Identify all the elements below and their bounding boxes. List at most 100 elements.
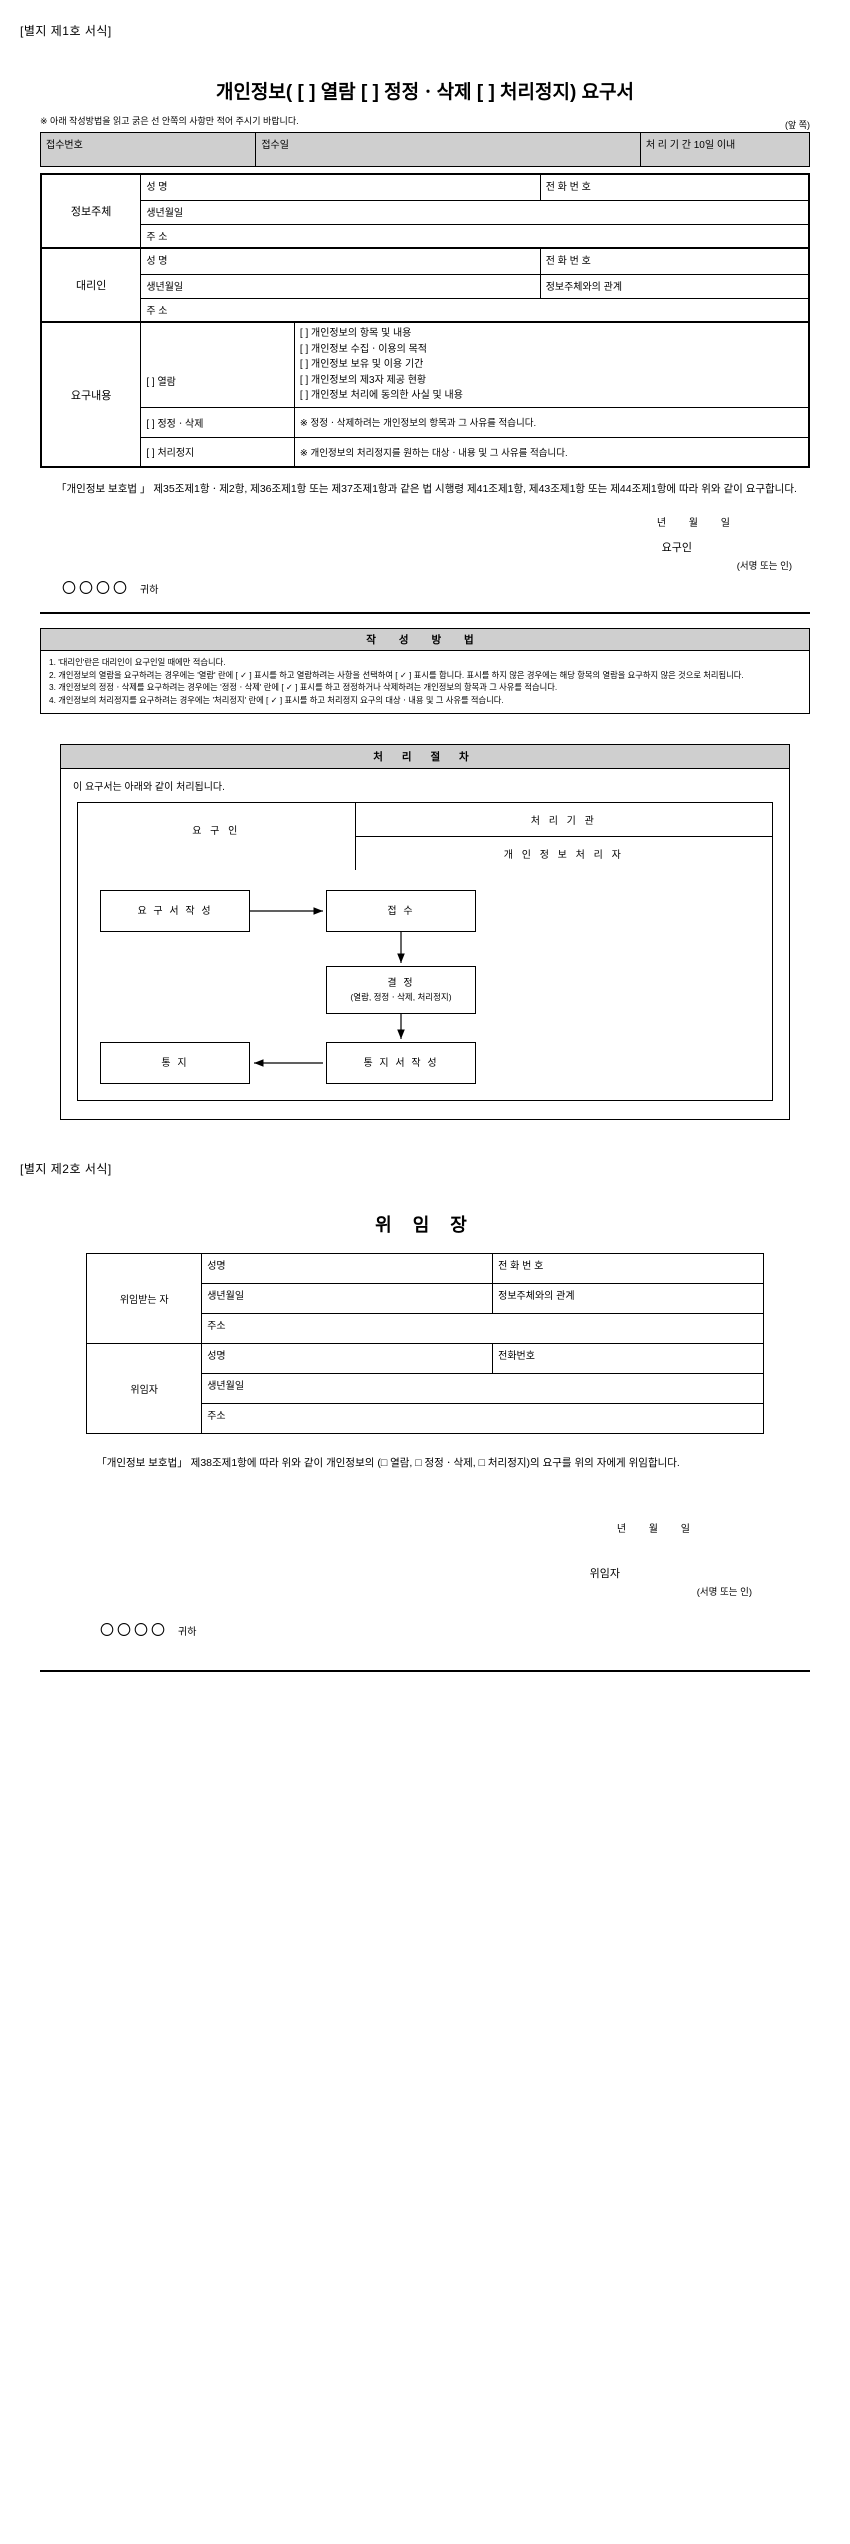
receipt-date-cell: 접수일 bbox=[255, 132, 641, 167]
flow-col-left-header: 요 구 인 bbox=[192, 826, 241, 838]
flow-col-right-header-1: 처 리 기 관 bbox=[355, 803, 772, 838]
howto-heading: 작 성 방 법 bbox=[40, 628, 810, 651]
form1-container: 개인정보( [ ] 열람 [ ] 정정ㆍ삭제 [ ] 처리정지) 요구서 ※ 아… bbox=[0, 77, 850, 715]
request-correct-note: ※ 정정ㆍ삭제하려는 개인정보의 항목과 그 사유를 적습니다. bbox=[293, 406, 810, 438]
annex-label-form2: [별지 제2호 서식] bbox=[20, 1162, 112, 1177]
table-row: 위임받는 자 성명 전 화 번 호 bbox=[86, 1253, 764, 1345]
subject-table: 정보주체 성 명 전 화 번 호 생년월일 주 소 bbox=[40, 173, 810, 249]
processing-period-cell: 처 리 기 간 10일 이내 bbox=[639, 132, 811, 167]
request-content-table: 요구내용 [ ] 열람 [ ] 개인정보의 항목 및 내용 [ ] 개인정보 수… bbox=[40, 321, 810, 468]
howto-item: 3. 개인정보의 정정ㆍ삭제를 요구하려는 경우에는 '정정ㆍ삭제' 란에 [ … bbox=[49, 682, 558, 693]
processing-period-label: 처 리 기 간 bbox=[645, 140, 691, 151]
delegatee-phone-cell: 전 화 번 호 bbox=[492, 1253, 764, 1285]
flow-box-decision-line1: 결 정 bbox=[387, 978, 415, 990]
howto-section: 작 성 방 법 1. '대리인'란은 대리인이 요구인일 때에만 적습니다. 2… bbox=[40, 628, 810, 715]
flow-column-right: 처 리 기 관 개 인 정 보 처 리 자 bbox=[355, 803, 772, 870]
bottom-divider bbox=[40, 1670, 810, 1673]
subject-group-label: 정보주체 bbox=[40, 173, 142, 249]
table-row: 접수번호 접수일 처 리 기 간 10일 이내 bbox=[39, 132, 811, 167]
delegator-address-cell: 주소 bbox=[201, 1403, 764, 1435]
form1-title: 개인정보( [ ] 열람 [ ] 정정ㆍ삭제 [ ] 처리정지) 요구서 bbox=[215, 82, 635, 103]
howto-item: 1. '대리인'란은 대리인이 요구인일 때에만 적습니다. bbox=[49, 657, 226, 668]
processing-period-value: 10일 이내 bbox=[693, 140, 736, 151]
page-side-mark: (앞 쪽) bbox=[784, 120, 810, 130]
form2-container: 위 임 장 위임받는 자 성명 전 화 번 호 생년월일 정보주체와의 관계 주… bbox=[0, 1211, 850, 1640]
table-row: 주 소 bbox=[41, 223, 810, 249]
table-row: [ ] 처리정지 ※ 개인정보의 처리정지를 원하는 대상ㆍ내용 및 그 사유를… bbox=[41, 436, 810, 468]
agent-birth-cell: 생년월일 bbox=[140, 273, 541, 299]
receipt-number-cell: 접수번호 bbox=[39, 132, 257, 167]
document-page: [별지 제1호 서식] 개인정보( [ ] 열람 [ ] 정정ㆍ삭제 [ ] 처… bbox=[0, 24, 850, 1698]
form2-addressee-mark: 〇〇〇〇 bbox=[100, 1622, 168, 1639]
request-view-items: [ ] 개인정보의 항목 및 내용 [ ] 개인정보 수집ㆍ이용의 목적 [ ]… bbox=[293, 321, 810, 408]
request-view-item[interactable]: [ ] 개인정보 처리에 동의한 사실 및 내용 bbox=[299, 390, 463, 401]
delegatee-birth-cell: 생년월일 bbox=[201, 1283, 494, 1315]
table-row: 주소 bbox=[87, 1313, 764, 1345]
process-flow-section: 처 리 절 차 이 요구서는 아래와 같이 처리됩니다. 요 구 인 처 리 기… bbox=[60, 744, 790, 1121]
form2-addressee-suffix: 귀하 bbox=[178, 1627, 197, 1639]
agent-relation-cell: 정보주체와의 관계 bbox=[539, 273, 810, 299]
request-view-item[interactable]: [ ] 개인정보의 항목 및 내용 bbox=[299, 328, 412, 339]
delegator-name-cell: 성명 bbox=[201, 1343, 494, 1375]
delegator-group-label: 위임자 bbox=[86, 1343, 203, 1435]
howto-item: 4. 개인정보의 처리정지를 요구하려는 경우에는 '처리정지' 란에 [ ✓ … bbox=[49, 694, 504, 705]
flow-box-write-request: 요 구 서 작 성 bbox=[100, 890, 250, 933]
request-view-item[interactable]: [ ] 개인정보의 제3자 제공 현황 bbox=[299, 374, 427, 386]
subject-name-cell: 성 명 bbox=[140, 173, 541, 201]
agent-table: 대리인 성 명 전 화 번 호 생년월일 정보주체와의 관계 주 소 bbox=[40, 247, 810, 323]
flow-inner-frame: 요 구 인 처 리 기 관 개 인 정 보 처 리 자 요 구 서 작 성 접 … bbox=[77, 802, 773, 1102]
flow-col-right-header-2: 개 인 정 보 처 리 자 bbox=[503, 850, 624, 862]
table-row: [ ] 정정ㆍ삭제 ※ 정정ㆍ삭제하려는 개인정보의 항목과 그 사유를 적습니… bbox=[41, 406, 810, 438]
table-row: 대리인 성 명 전 화 번 호 bbox=[40, 247, 810, 323]
table-row: 요구내용 [ ] 열람 [ ] 개인정보의 항목 및 내용 [ ] 개인정보 수… bbox=[40, 321, 810, 468]
agent-address-cell: 주 소 bbox=[140, 297, 810, 323]
table-row: 생년월일 정보주체와의 관계 bbox=[87, 1283, 764, 1315]
howto-item: 2. 개인정보의 열람을 요구하려는 경우에는 '열람' 란에 [ ✓ ] 표시… bbox=[49, 669, 744, 680]
form1-addressee-suffix: 귀하 bbox=[140, 585, 159, 597]
form1-note: ※ 아래 작성방법을 읽고 굵은 선 안쪽의 사항만 적어 주시기 바랍니다. bbox=[40, 116, 299, 126]
flow-header-columns: 요 구 인 처 리 기 관 개 인 정 보 처 리 자 bbox=[78, 803, 772, 871]
agent-phone-cell: 전 화 번 호 bbox=[539, 247, 810, 275]
form2-title: 위 임 장 bbox=[375, 1215, 475, 1236]
flow-box-decision: 결 정 (열람, 정정ㆍ삭제, 처리정지) bbox=[326, 966, 476, 1015]
form1-legal-text: 「개인정보 보호법 」 제35조제1항ㆍ제2항, 제36조제1항 또는 제37조… bbox=[56, 483, 797, 495]
delegatee-group-label: 위임받는 자 bbox=[86, 1253, 203, 1345]
flow-diagram: 요 구 서 작 성 접 수 결 정 (열람, 정정ㆍ삭제, 처리정지) 통 지 … bbox=[78, 870, 772, 1100]
table-row: 생년월일 정보주체와의 관계 bbox=[41, 273, 810, 299]
request-group-label: 요구내용 bbox=[40, 321, 142, 468]
form2-signature-note: (서명 또는 인) bbox=[696, 1587, 752, 1599]
subject-birth-cell: 생년월일 bbox=[140, 199, 810, 225]
delegatee-name-cell: 성명 bbox=[201, 1253, 494, 1285]
request-view-label[interactable]: [ ] 열람 bbox=[140, 321, 295, 408]
flow-box-decision-line2: (열람, 정정ㆍ삭제, 처리정지) bbox=[350, 992, 452, 1003]
delegator-birth-cell: 생년월일 bbox=[201, 1373, 764, 1405]
flow-box-notice: 통 지 bbox=[100, 1042, 250, 1085]
flow-column-left: 요 구 인 bbox=[78, 803, 356, 871]
agent-name-cell: 성 명 bbox=[140, 247, 541, 275]
delegatee-relation-cell: 정보주체와의 관계 bbox=[492, 1283, 764, 1315]
form1-date-line: 년 월 일 bbox=[656, 518, 740, 530]
table-row: 위임자 성명 전화번호 bbox=[86, 1343, 764, 1435]
form2-addressee: 〇〇〇〇 귀하 bbox=[100, 1620, 810, 1640]
request-view-item[interactable]: [ ] 개인정보 수집ㆍ이용의 목적 bbox=[299, 343, 427, 355]
delegator-phone-cell: 전화번호 bbox=[492, 1343, 764, 1375]
flow-intro: 이 요구서는 아래와 같이 처리됩니다. bbox=[73, 782, 225, 794]
flow-box-receive: 접 수 bbox=[326, 890, 476, 933]
flow-heading: 처 리 절 차 bbox=[61, 745, 789, 770]
bottom-spacer bbox=[0, 1672, 850, 1698]
table-row: 생년월일 bbox=[87, 1373, 764, 1405]
request-view-item[interactable]: [ ] 개인정보 보유 및 이용 기간 bbox=[299, 359, 424, 370]
agent-group-label: 대리인 bbox=[40, 247, 142, 323]
receipt-table: 접수번호 접수일 처 리 기 간 10일 이내 bbox=[39, 132, 811, 167]
table-row: 주 소 bbox=[41, 297, 810, 323]
request-stop-note: ※ 개인정보의 처리정지를 원하는 대상ㆍ내용 및 그 사유를 적습니다. bbox=[293, 436, 810, 468]
flow-arrows bbox=[250, 907, 405, 1067]
table-row: 정보주체 성 명 전 화 번 호 bbox=[40, 173, 810, 249]
request-stop-label[interactable]: [ ] 처리정지 bbox=[140, 436, 295, 468]
form2-date-line: 년 월 일 bbox=[616, 1524, 700, 1536]
request-correct-label[interactable]: [ ] 정정ㆍ삭제 bbox=[140, 406, 295, 438]
flow-box-notice-write: 통 지 서 작 성 bbox=[326, 1042, 476, 1085]
form2-legal-text: 「개인정보 보호법」 제38조제1항에 따라 위와 같이 개인정보의 (□ 열람… bbox=[96, 1457, 680, 1470]
table-row: 생년월일 bbox=[41, 199, 810, 225]
